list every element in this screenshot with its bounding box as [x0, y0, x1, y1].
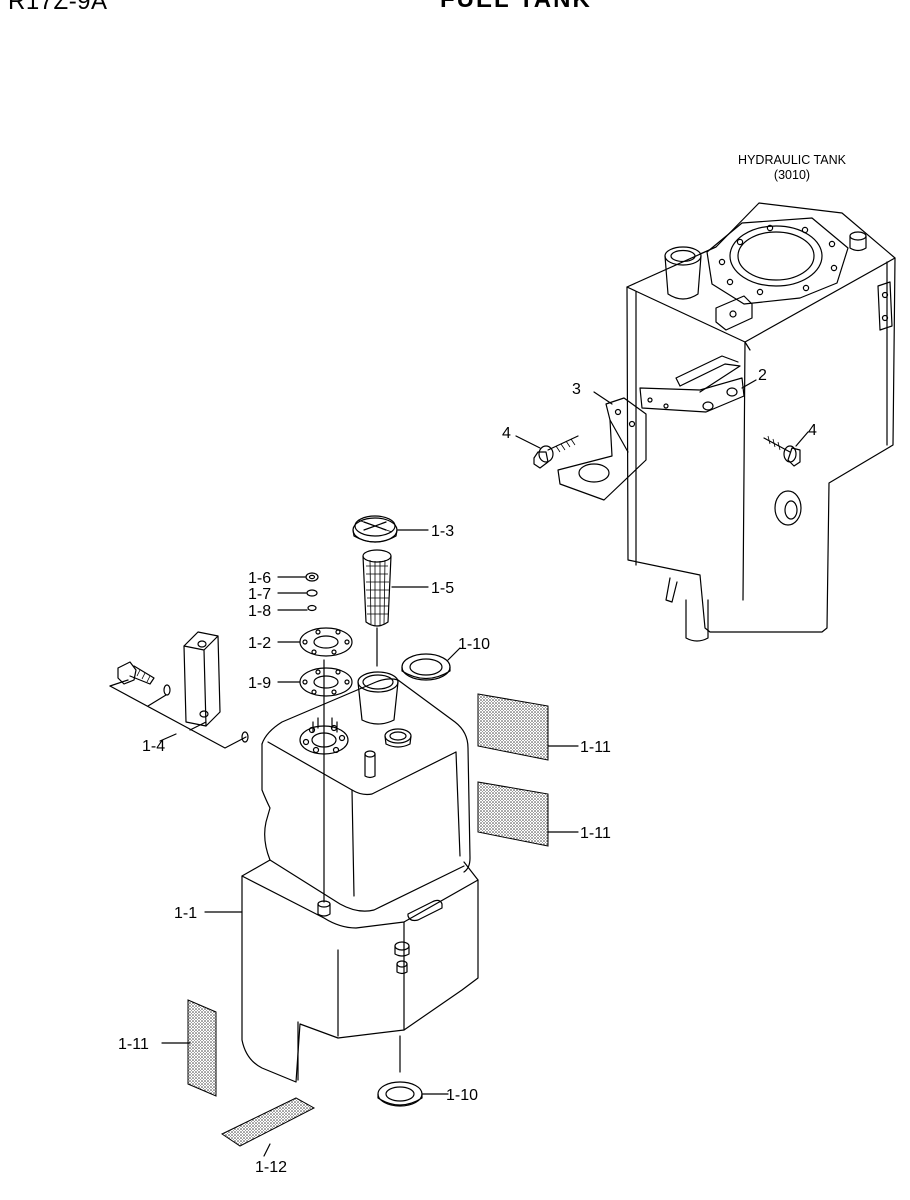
mount-bar-1-4: [109, 631, 249, 749]
callout-1-7: 1-7: [248, 586, 271, 603]
bracket-3: [557, 397, 647, 501]
washer-1-8: [307, 604, 317, 612]
bolt-4-left: [533, 435, 579, 469]
decal-1-11-c: [187, 999, 217, 1097]
callout-1-1: 1-1: [174, 905, 197, 922]
callout-1-11-a: 1-11: [580, 739, 611, 756]
gasket-1-9: [299, 667, 353, 697]
plate-1-2: [299, 627, 353, 657]
callout-3: 3: [572, 381, 581, 398]
callout-4-right: 4: [808, 422, 817, 439]
fuel-cap: [352, 515, 398, 543]
washer-1-7: [306, 589, 318, 597]
callout-4-left: 4: [502, 425, 511, 442]
callout-1-4: 1-4: [142, 738, 165, 755]
callout-1-9: 1-9: [248, 675, 271, 692]
callout-1-10-bottom: 1-10: [446, 1087, 478, 1104]
model-number: R17Z-9A: [8, 0, 108, 15]
callout-1-12: 1-12: [255, 1159, 287, 1176]
reference-tank-name: HYDRAULIC TANK: [738, 153, 847, 167]
callout-1-11-b: 1-11: [580, 825, 611, 842]
gasket-1-10-top: [401, 653, 451, 681]
bolt-4-right: [763, 435, 801, 467]
callout-1-3: 1-3: [431, 523, 454, 540]
hydraulic-tank: [626, 202, 896, 642]
callout-1-2: 1-2: [248, 635, 271, 652]
leader-lines: [159, 379, 809, 1157]
callout-1-10-top: 1-10: [458, 636, 490, 653]
diagram-title: FUEL TANK: [440, 0, 592, 14]
callout-1-8: 1-8: [248, 603, 271, 620]
strainer: [362, 549, 392, 627]
decal-1-12: [220, 1097, 316, 1147]
callout-1-11-c: 1-11: [118, 1036, 149, 1053]
decal-1-11-b: [477, 781, 549, 847]
reference-tank-code: (3010): [774, 168, 810, 182]
callout-2: 2: [758, 367, 767, 384]
callout-1-6: 1-6: [248, 570, 271, 587]
bracket-2: [639, 355, 745, 413]
fuel-tank: [241, 627, 479, 1083]
decal-1-11-a: [477, 693, 549, 761]
gasket-1-10-bottom: [377, 1035, 423, 1107]
callout-labels: 1-3 1-5 1-6 1-7 1-8 1-2 1-9 1-10 1-11 1-…: [118, 367, 817, 1176]
nut-1-6: [305, 572, 319, 582]
callout-1-5: 1-5: [431, 580, 454, 597]
